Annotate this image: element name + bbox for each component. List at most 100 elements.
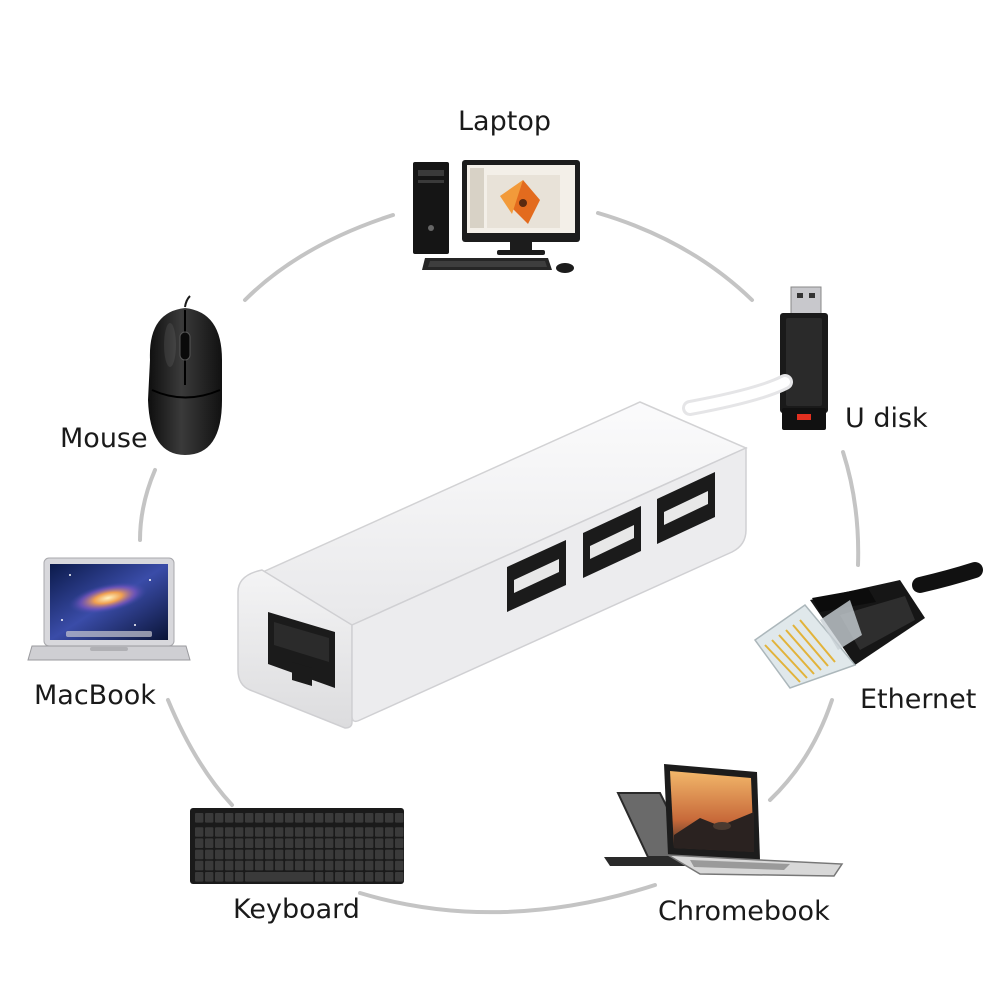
chromebook-laptop-icon bbox=[604, 764, 844, 877]
udisk-label: U disk bbox=[845, 403, 928, 434]
keyboard-key bbox=[345, 872, 354, 882]
keyboard-key bbox=[355, 827, 364, 837]
macbook-laptop-icon bbox=[27, 557, 191, 661]
keyboard-key bbox=[355, 838, 364, 848]
keyboard-key bbox=[375, 838, 384, 848]
keyboard-label: Keyboard bbox=[233, 894, 360, 925]
keyboard-key bbox=[315, 872, 324, 882]
keyboard-key bbox=[215, 838, 224, 848]
keyboard-key bbox=[205, 838, 214, 848]
keyboard-key bbox=[195, 849, 204, 860]
keyboard-spacebar bbox=[245, 872, 314, 882]
keyboard-key bbox=[355, 860, 364, 871]
keyboard-key bbox=[375, 860, 384, 871]
keyboard-key bbox=[295, 838, 304, 848]
keyboard-key bbox=[315, 838, 324, 848]
keyboard-key bbox=[225, 849, 234, 860]
keyboard-key bbox=[265, 813, 274, 823]
keyboard-key bbox=[315, 860, 324, 871]
desktop-computer-icon bbox=[413, 160, 580, 273]
keyboard-key bbox=[205, 813, 214, 823]
keyboard-key bbox=[365, 838, 374, 848]
rj45-connector-icon bbox=[753, 562, 983, 689]
keyboard-key bbox=[375, 849, 384, 860]
keyboard-key bbox=[305, 813, 314, 823]
ring-segment-top-right bbox=[596, 211, 754, 302]
keyboard-key bbox=[245, 849, 254, 860]
keyboard-key bbox=[345, 860, 354, 871]
keyboard-key bbox=[195, 827, 204, 837]
keyboard-key bbox=[395, 838, 404, 848]
usb-port-3-icon bbox=[657, 472, 715, 544]
keyboard-key bbox=[365, 860, 374, 871]
keyboard-key bbox=[275, 813, 284, 823]
keyboard-key bbox=[205, 860, 214, 871]
keyboard-key bbox=[385, 872, 394, 882]
keyboard-key bbox=[265, 849, 274, 860]
keyboard-key bbox=[265, 838, 274, 848]
keyboard-key bbox=[225, 813, 234, 823]
keyboard-key bbox=[355, 849, 364, 860]
keyboard-key bbox=[325, 827, 334, 837]
keyboard-key bbox=[385, 838, 394, 848]
keyboard-key bbox=[285, 827, 294, 837]
keyboard-key bbox=[255, 849, 264, 860]
mouse-label: Mouse bbox=[60, 423, 148, 454]
keyboard-key bbox=[325, 872, 334, 882]
keyboard-key bbox=[265, 860, 274, 871]
keyboard-key bbox=[195, 872, 204, 882]
keyboard-key bbox=[275, 849, 284, 860]
keyboard-key bbox=[275, 838, 284, 848]
keyboard-key bbox=[365, 849, 374, 860]
keyboard-key bbox=[285, 813, 294, 823]
keyboard-key bbox=[375, 872, 384, 882]
keyboard-key bbox=[395, 860, 404, 871]
chromebook-label: Chromebook bbox=[658, 896, 830, 927]
keyboard-key bbox=[205, 849, 214, 860]
keyboard-key bbox=[235, 827, 244, 837]
connection-ring bbox=[138, 211, 861, 915]
keyboard-key bbox=[385, 827, 394, 837]
keyboard-key bbox=[295, 827, 304, 837]
keyboard-key bbox=[215, 827, 224, 837]
usb-ethernet-hub-icon bbox=[237, 374, 793, 729]
keyboard-key bbox=[255, 813, 264, 823]
keyboard-key bbox=[215, 860, 224, 871]
keyboard-key bbox=[305, 838, 314, 848]
keyboard-key bbox=[225, 872, 234, 882]
rj45-port-icon bbox=[268, 612, 335, 688]
keyboard-key bbox=[365, 827, 374, 837]
keyboard-key bbox=[395, 849, 404, 860]
usb-port-1-icon bbox=[507, 540, 566, 612]
keyboard-key bbox=[345, 849, 354, 860]
keyboard-key bbox=[235, 849, 244, 860]
keyboard-key bbox=[385, 813, 394, 823]
keyboard-key bbox=[225, 860, 234, 871]
keyboard-key bbox=[335, 827, 344, 837]
keyboard-key bbox=[325, 838, 334, 848]
keyboard-key bbox=[295, 849, 304, 860]
keyboard-key bbox=[385, 849, 394, 860]
laptop-label: Laptop bbox=[458, 106, 551, 137]
keyboard-key bbox=[215, 813, 224, 823]
usb-flash-drive-icon bbox=[780, 286, 828, 430]
keyboard-key bbox=[195, 813, 204, 823]
keyboard-key bbox=[335, 872, 344, 882]
keyboard-key bbox=[395, 872, 404, 882]
keyboard-key bbox=[245, 860, 254, 871]
keyboard-key bbox=[225, 827, 234, 837]
keyboard-key bbox=[195, 860, 204, 871]
keyboard-key bbox=[195, 838, 204, 848]
keyboard-key bbox=[235, 838, 244, 848]
keyboard-key bbox=[275, 860, 284, 871]
keyboard-key bbox=[205, 827, 214, 837]
keyboard-key bbox=[265, 827, 274, 837]
keyboard-key bbox=[225, 838, 234, 848]
keyboard-key bbox=[365, 872, 374, 882]
keyboard-key bbox=[315, 813, 324, 823]
keyboard-key bbox=[345, 813, 354, 823]
keyboard-key bbox=[305, 827, 314, 837]
keyboard-key bbox=[235, 813, 244, 823]
keyboard-key bbox=[245, 838, 254, 848]
